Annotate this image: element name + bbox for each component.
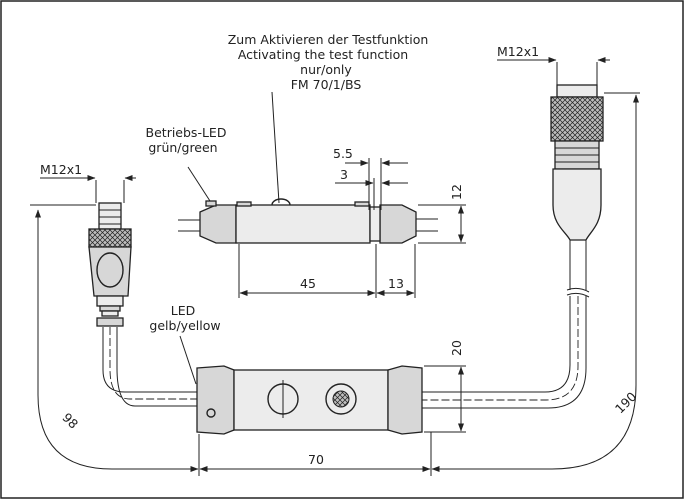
dim-98-label: 98: [59, 410, 81, 432]
led-label: LED: [171, 303, 196, 318]
dim-70-label: 70: [308, 452, 324, 467]
led-color-label: gelb/yellow: [149, 318, 220, 333]
dim-13-label: 13: [388, 276, 404, 291]
main-module-drawing: [196, 365, 423, 435]
dim-12-label: 12: [449, 184, 464, 200]
dim-20-label: 20: [449, 340, 464, 356]
betriebs-led-color-label: grün/green: [148, 140, 217, 155]
thread-right-label: M12x1: [497, 44, 539, 59]
betriebs-led-label: Betriebs-LED: [146, 125, 227, 140]
left-connector-drawing: [88, 202, 132, 327]
thread-left-label: M12x1: [40, 162, 82, 177]
right-connector-drawing: [550, 84, 604, 298]
dim-5-5-label: 5.5: [333, 146, 353, 161]
annotation-text: Zum Aktivieren der Testfunktion Activati…: [40, 32, 639, 467]
test-label-line4: FM 70/1/BS: [291, 77, 362, 92]
test-label-line3: nur/only: [300, 62, 352, 77]
dim-3-label: 3: [340, 167, 348, 182]
dimension-lines: [30, 57, 640, 476]
test-module-drawing: [178, 198, 438, 244]
test-label-line1: Zum Aktivieren der Testfunktion: [228, 32, 429, 47]
dim-190-label: 190: [612, 389, 640, 417]
leader-lines: [179, 91, 280, 385]
test-label-line2: Activating the test function: [238, 47, 408, 62]
dim-45-label: 45: [300, 276, 316, 291]
